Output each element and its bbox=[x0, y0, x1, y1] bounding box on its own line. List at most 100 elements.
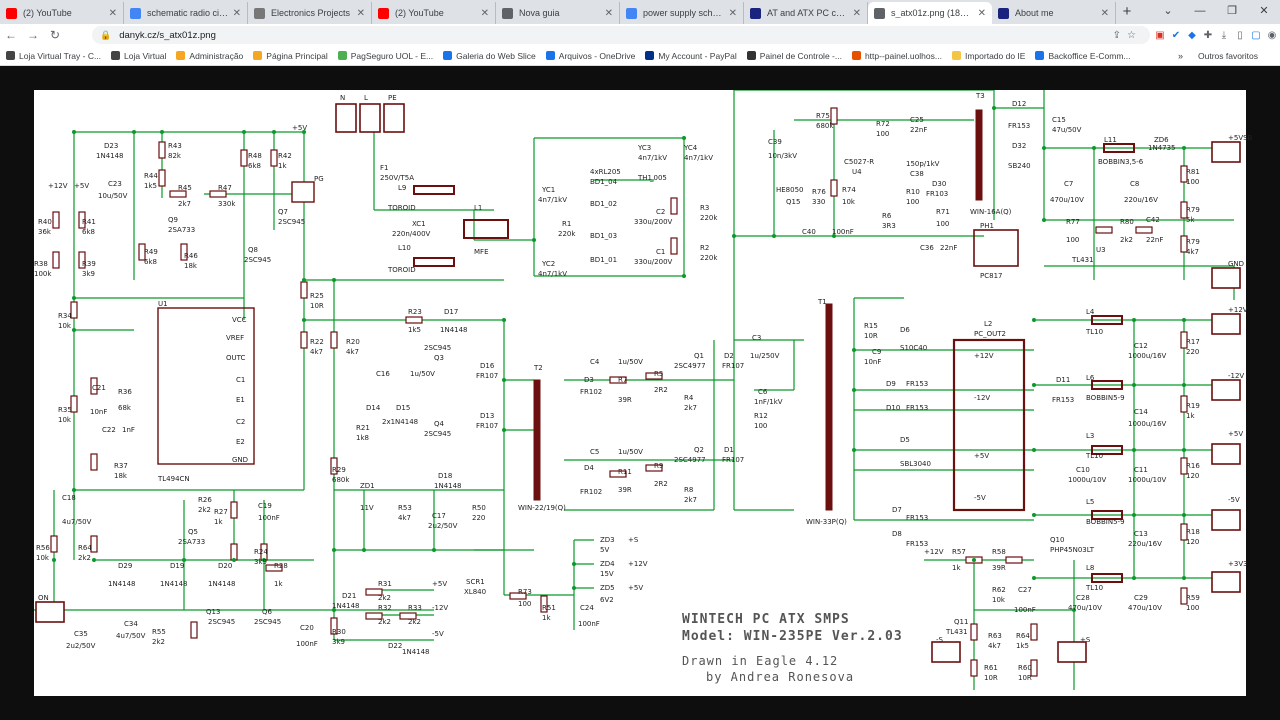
component-label: Q7 bbox=[278, 208, 288, 216]
component-label: R81 bbox=[1186, 168, 1200, 176]
component-label: 4n7/1kV bbox=[538, 196, 567, 204]
tab-8[interactable]: About me✕ bbox=[992, 2, 1116, 24]
address-bar[interactable]: 🔒 danyk.cz/s_atx01z.png ⇪☆ bbox=[92, 26, 1150, 44]
forward-icon[interactable]: → bbox=[27, 28, 39, 42]
component-body bbox=[405, 316, 423, 324]
junction bbox=[242, 130, 246, 134]
bookmark-3[interactable]: Página Principal bbox=[253, 51, 328, 61]
junction bbox=[362, 548, 366, 552]
bookmarks-overflow-icon[interactable]: » bbox=[1178, 50, 1184, 61]
bookmark-4[interactable]: PagSeguro UOL - E... bbox=[337, 50, 434, 61]
component-label: C11 bbox=[1134, 466, 1148, 474]
tab-7[interactable]: s_atx01z.png (1818×9✕ bbox=[868, 2, 992, 24]
component-label: OUTC bbox=[226, 354, 246, 362]
component-label: D7 bbox=[892, 506, 902, 514]
component-label: S10C40 bbox=[900, 344, 928, 352]
download-icon[interactable]: ⤓ bbox=[1221, 29, 1227, 41]
close-tab-icon[interactable]: ✕ bbox=[480, 7, 489, 19]
component-label: 1000u/10V bbox=[1068, 476, 1107, 484]
component-label: R33 bbox=[408, 604, 422, 612]
pdf-extension-icon[interactable]: ▣ bbox=[1155, 29, 1165, 41]
component-label: -5V bbox=[432, 630, 444, 638]
close-tab-icon[interactable]: ✕ bbox=[232, 7, 241, 19]
close-tab-icon[interactable]: ✕ bbox=[852, 7, 861, 19]
bookmark-1[interactable]: Loja Virtual bbox=[111, 51, 166, 61]
component-label: C25 bbox=[910, 116, 924, 124]
tab-2[interactable]: Electronics Projects✕ bbox=[248, 2, 372, 24]
component-label: +S bbox=[628, 536, 639, 544]
component-label: 4n7/1kV bbox=[684, 154, 713, 162]
restore-icon[interactable]: ❐ bbox=[1227, 5, 1237, 17]
chevron-down-icon[interactable]: ⌄ bbox=[1163, 5, 1173, 17]
bookmark-label: Backoffice E-Comm... bbox=[1048, 50, 1131, 61]
bookmark-11[interactable]: Backoffice E-Comm... bbox=[1035, 50, 1131, 61]
component-label: 1N4148 bbox=[208, 580, 236, 588]
sidepanel-icon[interactable]: ▯ bbox=[1237, 29, 1243, 41]
component-body bbox=[973, 229, 1019, 267]
component-label: 4k7 bbox=[988, 642, 1001, 650]
back-icon[interactable]: ← bbox=[5, 28, 17, 42]
bookmark-2[interactable]: Administração bbox=[176, 51, 243, 61]
junction bbox=[532, 238, 536, 242]
extension-icon-2[interactable]: ◆ bbox=[1188, 29, 1196, 41]
close-tab-icon[interactable]: ✕ bbox=[977, 7, 986, 19]
star-icon[interactable]: ☆ bbox=[1127, 29, 1142, 41]
component-body bbox=[1211, 313, 1241, 335]
component-body bbox=[335, 103, 357, 133]
bookmark-10[interactable]: Importado do IE bbox=[951, 51, 1025, 61]
puzzle-icon[interactable]: ✚ bbox=[1203, 29, 1213, 41]
close-tab-icon[interactable]: ✕ bbox=[1100, 7, 1109, 19]
bookmark-0[interactable]: Loja Virtual Tray - C... bbox=[6, 51, 101, 61]
component-label: 2SC4977 bbox=[674, 362, 706, 370]
tab-3[interactable]: (2) YouTube✕ bbox=[372, 2, 496, 24]
bookmark-7[interactable]: My Account - PayPal bbox=[645, 51, 737, 61]
close-tab-icon[interactable]: ✕ bbox=[604, 7, 613, 19]
reload-icon[interactable]: ↻ bbox=[49, 28, 61, 42]
close-icon[interactable]: ✕ bbox=[1259, 5, 1269, 17]
component-label: R28 bbox=[274, 562, 288, 570]
component-label: R7 bbox=[618, 376, 628, 384]
component-label: C27 bbox=[1018, 586, 1032, 594]
extension-icon[interactable]: ✔ bbox=[1171, 29, 1181, 41]
component-label: 6V2 bbox=[600, 596, 614, 604]
bookmark-6[interactable]: Arquivos - OneDrive bbox=[545, 51, 635, 61]
component-label: 1k bbox=[952, 564, 961, 572]
component-label: TL10 bbox=[1086, 452, 1104, 460]
junction bbox=[502, 318, 506, 322]
bookmark-8[interactable]: Painel de Controle -... bbox=[746, 51, 842, 61]
tab-favicon bbox=[502, 7, 513, 19]
share-icon[interactable]: ⇪ bbox=[1112, 29, 1128, 41]
junction bbox=[232, 558, 236, 562]
component-label: D4 bbox=[584, 464, 594, 472]
bookmark-5[interactable]: Galeria do Web Slice bbox=[443, 51, 536, 61]
tab-1[interactable]: schematic radio circuit✕ bbox=[124, 2, 248, 24]
lock-icon[interactable]: 🔒 bbox=[100, 29, 112, 40]
component-label: 100 bbox=[754, 422, 768, 430]
minimize-icon[interactable]: — bbox=[1194, 5, 1206, 17]
component-label: 2SC945 bbox=[424, 344, 452, 352]
tab-4[interactable]: Nova guia✕ bbox=[496, 2, 620, 24]
component-label: +5V bbox=[292, 124, 308, 132]
component-label: 2k7 bbox=[178, 200, 191, 208]
new-tab-button[interactable]: + bbox=[1122, 3, 1132, 20]
other-bookmarks[interactable]: Outros favoritos bbox=[1198, 51, 1258, 61]
bookmark-icon bbox=[645, 51, 655, 60]
tab-5[interactable]: power supply schematic✕ bbox=[620, 2, 744, 24]
tab-0[interactable]: (2) YouTube✕ bbox=[0, 2, 124, 24]
bookmark-9[interactable]: http--painel.uolhos... bbox=[851, 51, 942, 61]
close-tab-icon[interactable]: ✕ bbox=[356, 7, 365, 19]
tab-6[interactable]: AT and ATX PC compu✕ bbox=[744, 2, 868, 24]
bookmark-label: PagSeguro UOL - E... bbox=[350, 50, 434, 61]
extension-icon-3[interactable]: ▢ bbox=[1251, 29, 1261, 41]
profile-avatar[interactable]: ◉ bbox=[1267, 29, 1277, 41]
close-tab-icon[interactable]: ✕ bbox=[728, 7, 737, 19]
component-label: Q15 bbox=[786, 198, 801, 206]
junction bbox=[572, 586, 576, 590]
component-body bbox=[158, 169, 166, 187]
component-label: L4 bbox=[1086, 308, 1095, 316]
component-label: +12V bbox=[628, 560, 648, 568]
component-label: R19 bbox=[1186, 402, 1200, 410]
close-tab-icon[interactable]: ✕ bbox=[108, 7, 117, 19]
junction bbox=[852, 448, 856, 452]
component-label: R21 bbox=[356, 424, 370, 432]
